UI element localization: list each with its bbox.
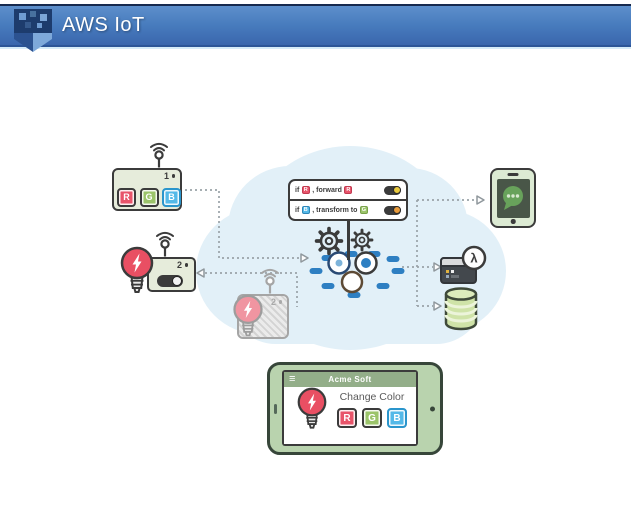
wifi-antenna-icon: [146, 142, 172, 168]
arrow-to-device2-icon: [196, 268, 205, 278]
tablet-bezel: ≡ Acme Soft Change Color R G B: [282, 370, 418, 446]
device-1: 1 R G B: [112, 168, 182, 211]
device-shadow-label: 2: [270, 297, 276, 307]
red-button[interactable]: R: [117, 187, 136, 207]
header-bar: [0, 6, 631, 47]
lambda-symbol: λ: [470, 251, 478, 266]
app-header: ≡ Acme Soft: [284, 372, 416, 387]
led-dot: [171, 174, 175, 178]
rule-toggle[interactable]: [384, 205, 401, 215]
arrow-to-lambda-icon: [433, 262, 442, 272]
phone: [490, 168, 536, 228]
lambda-function-icon: λ: [440, 245, 487, 284]
phone-speaker: [507, 173, 519, 176]
device-1-label: 1: [163, 171, 169, 181]
header-underline: [0, 47, 631, 49]
arrow-to-database-icon: [433, 301, 442, 311]
rule-result-chip: G: [359, 206, 368, 214]
rule-if-label: if: [295, 206, 300, 214]
device-2-label: 2: [176, 260, 182, 270]
change-color-heading: Change Color: [339, 391, 405, 403]
device-mesh-cluster: [309, 251, 405, 298]
red-button[interactable]: R: [337, 408, 357, 428]
phone-home-button[interactable]: [510, 219, 516, 224]
green-button[interactable]: G: [139, 187, 159, 207]
device-2: 2: [147, 257, 196, 292]
lightbulb-icon: [117, 246, 157, 298]
header-top-line: [0, 4, 631, 6]
blue-button[interactable]: B: [162, 187, 181, 207]
lightbulb-icon: [294, 387, 330, 433]
led-dot: [278, 300, 282, 304]
hamburger-menu-icon[interactable]: ≡: [289, 373, 296, 385]
chat-bubble-icon: [503, 186, 523, 210]
rule-row-transform: if B , transform to G: [290, 199, 406, 219]
rule-action-label: , forward: [312, 186, 342, 194]
rule-if-label: if: [295, 186, 300, 194]
aws-iot-logo-icon: [14, 9, 52, 52]
tablet-camera-dot: [430, 406, 435, 411]
blue-button[interactable]: B: [387, 408, 407, 428]
phone-screen: [496, 178, 530, 218]
wifi-antenna-icon: [257, 268, 283, 294]
app-body: Change Color R G B: [284, 387, 416, 444]
page-title: AWS IoT: [62, 14, 145, 36]
app-title: Acme Soft: [328, 375, 372, 384]
database-icon: [444, 287, 478, 331]
rules-engine-box: if R , forward R if B , transform to G: [288, 179, 408, 221]
tablet-speaker: [274, 403, 277, 414]
lightbulb-icon: [230, 294, 266, 341]
green-button[interactable]: G: [362, 408, 382, 428]
arrow-to-cluster-icon: [300, 253, 309, 263]
rule-action-label: , transform to: [312, 206, 358, 214]
rules-connector-line: [347, 220, 350, 260]
arrow-to-phone-icon: [476, 195, 485, 205]
led-dot: [184, 263, 188, 267]
power-toggle[interactable]: [157, 275, 183, 287]
tablet: ≡ Acme Soft Change Color R G B: [267, 362, 443, 455]
tablet-screen: ≡ Acme Soft Change Color R G B: [284, 372, 416, 444]
rule-condition-chip: R: [301, 186, 310, 194]
rule-toggle[interactable]: [384, 185, 401, 195]
rule-row-forward: if R , forward R: [290, 181, 406, 199]
rule-condition-chip: B: [301, 206, 310, 214]
gears-icon: [314, 226, 374, 256]
rule-result-chip: R: [344, 186, 353, 194]
